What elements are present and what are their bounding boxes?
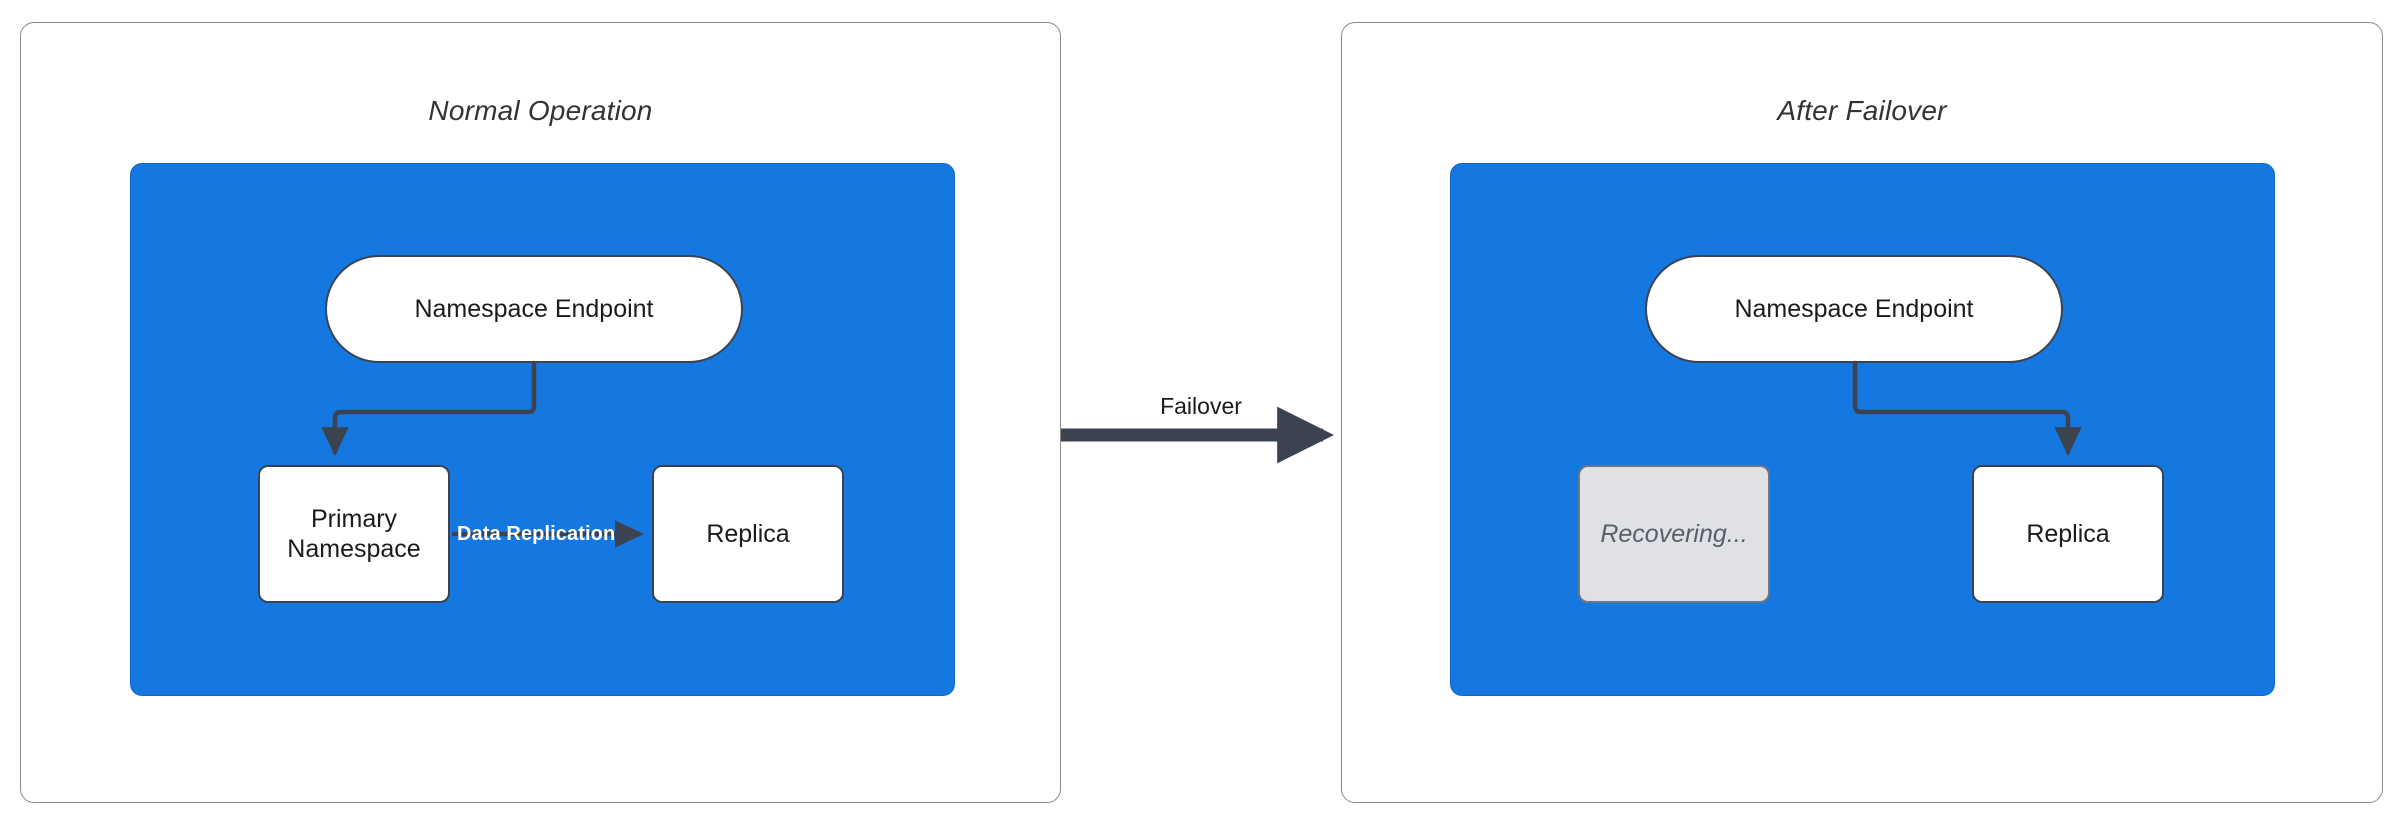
region-after-failover xyxy=(1450,163,2275,696)
panel-title-normal-operation: Normal Operation xyxy=(428,95,653,126)
node-replica-left[interactable]: Replica xyxy=(652,465,844,603)
region-normal-operation xyxy=(130,163,955,696)
node-replica-right[interactable]: Replica xyxy=(1972,465,2164,603)
edge-label-failover: Failover xyxy=(1160,393,1242,419)
node-recovering[interactable]: Recovering... xyxy=(1578,465,1770,603)
node-primary-namespace[interactable]: Primary Namespace xyxy=(258,465,450,603)
panel-title-after-failover: After Failover xyxy=(1777,95,1947,126)
node-namespace-endpoint-left[interactable]: Namespace Endpoint xyxy=(325,255,743,363)
node-namespace-endpoint-right[interactable]: Namespace Endpoint xyxy=(1645,255,2063,363)
edge-label-data-replication: Data Replication xyxy=(457,523,616,545)
